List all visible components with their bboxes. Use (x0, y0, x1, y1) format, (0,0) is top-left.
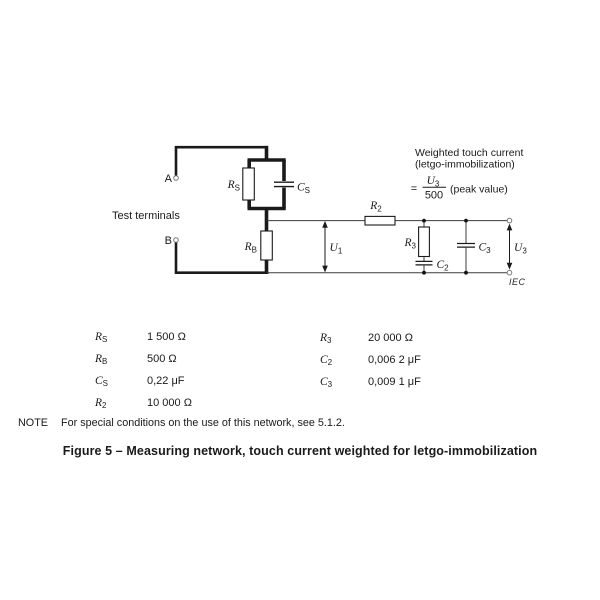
terminal-b-wire (174, 242, 269, 274)
table-row: C2 0,006 2 μF (320, 349, 421, 371)
weighted-line1: Weighted touch current (415, 147, 523, 159)
component-symbol: RB (95, 353, 108, 366)
table-row: R3 20 000 Ω (320, 327, 421, 349)
output-terminal-bottom (506, 269, 513, 276)
table-row: RB 500 Ω (95, 348, 192, 370)
component-symbol: CS (95, 375, 109, 388)
component-symbol: R2 (95, 397, 107, 410)
formula-equals: = (411, 183, 417, 195)
component-value: 0,009 1 μF (368, 376, 421, 388)
u3-label: U3 (514, 242, 527, 256)
values-table-left-column: RS 1 500 Ω RB 500 Ω CS 0,22 μF R2 10 000 Ω (95, 326, 192, 414)
weighted-line2: (letgo-immobilization) (415, 159, 515, 171)
resistor-rb (260, 230, 273, 261)
cs-label: CS (297, 182, 310, 196)
values-table-right-column: R3 20 000 Ω C2 0,006 2 μF C3 0,009 1 μF (320, 327, 421, 393)
u1-voltage-arrow (322, 220, 328, 273)
terminal-a-node (173, 175, 179, 181)
rb-label: RB (244, 241, 257, 255)
terminal-b-label: B (165, 235, 172, 247)
resistor-rs (242, 167, 255, 201)
output-terminal-top (506, 217, 513, 224)
resistor-r2 (364, 215, 396, 226)
r2-label: R2 (369, 200, 382, 214)
u3-voltage-arrow (506, 223, 513, 270)
resistor-r3 (418, 226, 430, 258)
formula-denominator: 500 (425, 190, 443, 202)
rs-label: RS (227, 179, 240, 193)
table-row: RS 1 500 Ω (95, 326, 192, 348)
r3-label: R3 (404, 237, 417, 251)
capacitor-c2 (415, 260, 433, 266)
capacitor-c3 (457, 242, 475, 248)
capacitor-cs (274, 181, 294, 188)
component-symbol: C2 (320, 354, 333, 367)
note-label: NOTE (18, 417, 48, 429)
component-symbol: C3 (320, 376, 333, 389)
table-row: C3 0,009 1 μF (320, 371, 421, 393)
component-value: 20 000 Ω (368, 332, 413, 344)
weighted-touch-current-annotation: Weighted touch current (letgo-immobiliza… (411, 147, 524, 202)
component-value: 0,22 μF (147, 375, 185, 387)
terminal-b-node (173, 237, 179, 243)
component-value: 0,006 2 μF (368, 354, 421, 366)
c3-label: C3 (479, 242, 492, 256)
measuring-network-diagram: A B Test terminals RS CS RB R2 U1 R3 C2 … (112, 145, 527, 287)
component-value: 500 Ω (147, 353, 177, 365)
u1-label: U1 (330, 242, 343, 256)
terminal-a-label: A (165, 173, 173, 185)
note-text: For special conditions on the use of thi… (61, 417, 345, 429)
component-value: 1 500 Ω (147, 331, 186, 343)
component-symbol: RS (95, 331, 108, 344)
component-value: 10 000 Ω (147, 397, 192, 409)
figure-caption: Figure 5 – Measuring network, touch curr… (62, 444, 538, 458)
table-row: CS 0,22 μF (95, 370, 192, 392)
formula-suffix: (peak value) (450, 184, 508, 196)
note-line: NOTE For special conditions on the use of… (18, 416, 345, 430)
iec-tag: IEC (509, 277, 526, 287)
component-symbol: R3 (320, 332, 332, 345)
r3-c2-branch (415, 218, 433, 275)
formula-numerator: U3 (427, 175, 440, 189)
c2-label: C2 (437, 259, 450, 273)
test-terminals-label: Test terminals (112, 210, 180, 222)
table-row: R2 10 000 Ω (95, 392, 192, 414)
c3-branch (457, 218, 475, 275)
